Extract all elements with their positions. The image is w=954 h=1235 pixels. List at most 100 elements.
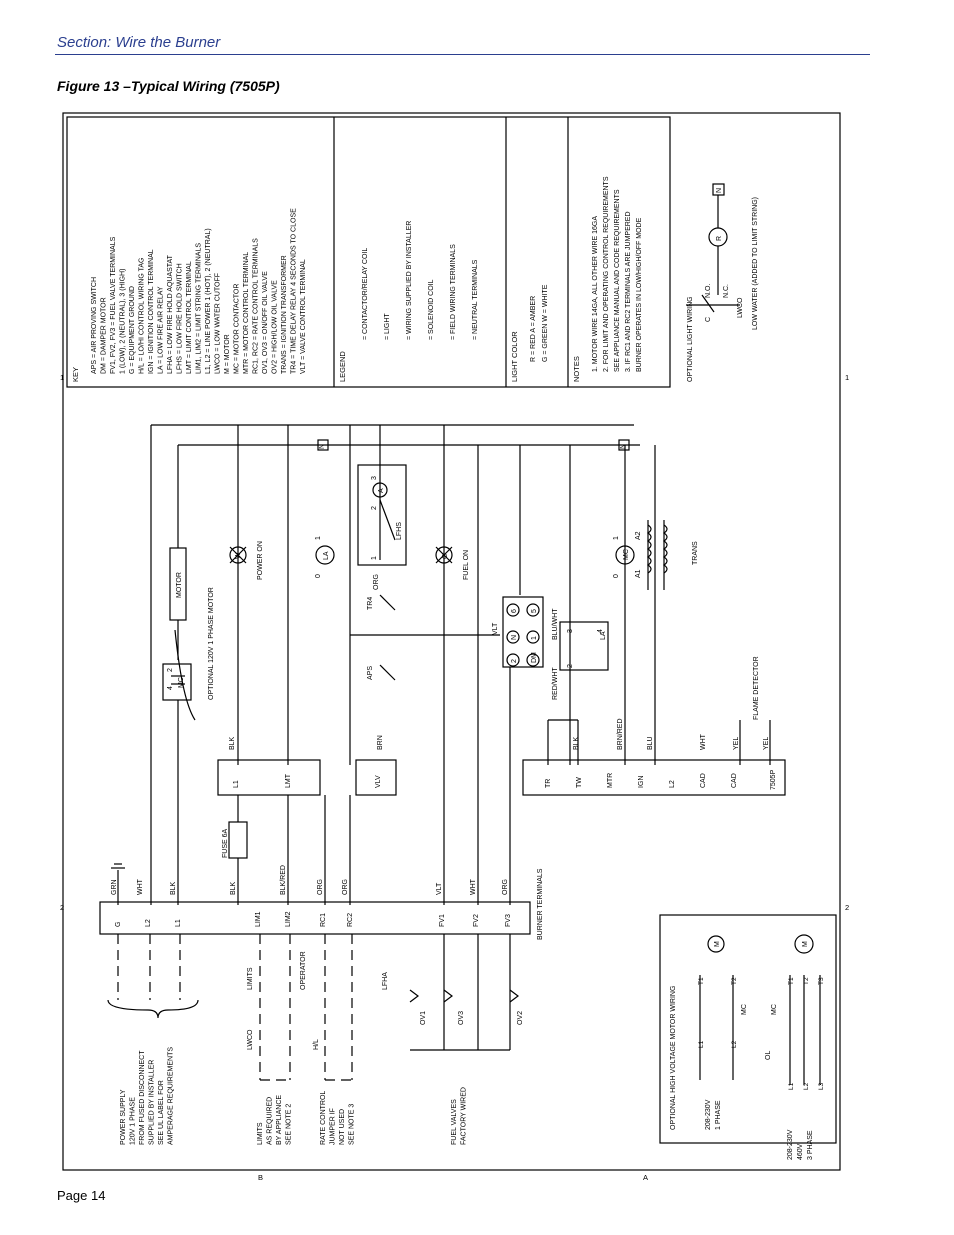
margin-mark: 1 bbox=[60, 373, 64, 382]
limit-block bbox=[217, 759, 321, 796]
hv-m-label: M bbox=[802, 941, 809, 947]
oil-valve-coils bbox=[409, 989, 519, 1003]
legend-item: = SOLENOID COIL bbox=[428, 279, 435, 340]
burner-term: RC2 bbox=[347, 913, 354, 927]
note-line: SEE APPLIANCE MANUAL AND CODE REQUIREMEN… bbox=[614, 189, 621, 372]
key-line: OV2 = HIGH/LOW OIL VALVE bbox=[272, 280, 279, 374]
opt-light-caption: LOW WATER (ADDED TO LIMIT STRING) bbox=[752, 197, 759, 330]
trans-winding bbox=[646, 524, 652, 574]
opt-light-switch bbox=[701, 294, 715, 313]
mc-coil-pin: 0 bbox=[613, 574, 620, 578]
notes-title: NOTES bbox=[572, 356, 581, 382]
vlt-pin bbox=[526, 603, 540, 617]
burner-terminal-strip bbox=[99, 901, 531, 935]
note-line: 2. FOR LIMIT AND OPERATING CONTROL REQUI… bbox=[603, 176, 610, 372]
lfhs-pin: 1 bbox=[371, 556, 378, 560]
key-line: MTR = MOTOR CONTROL TERMINAL bbox=[243, 252, 250, 374]
burner-term: FV3 bbox=[505, 914, 512, 927]
la-coil-label: LA bbox=[323, 551, 330, 560]
key-line: MC = MOTOR CONTACTOR bbox=[234, 284, 241, 374]
key-title: KEY bbox=[71, 367, 80, 382]
note-line: BURNER OPERATES IN LOW/HIGH/OFF MODE bbox=[636, 217, 643, 372]
power-supply-caption: SEE UL LABEL FOR bbox=[158, 1080, 165, 1145]
hv-l-term: L1 bbox=[788, 1082, 795, 1090]
vlv-block bbox=[355, 759, 397, 796]
burner-term: FV2 bbox=[473, 914, 480, 927]
neutral-terminal bbox=[618, 439, 630, 451]
wire-label: ORG bbox=[502, 879, 509, 895]
hv-1ph-caption: 1 PHASE bbox=[715, 1100, 722, 1130]
lfhs-pin: 2 bbox=[371, 506, 378, 510]
key-line: LMT = LIMIT CONTROL TERMINAL bbox=[186, 261, 193, 374]
power-supply-caption: POWER SUPPLY bbox=[120, 1089, 127, 1145]
wire-label: BLK bbox=[230, 881, 237, 895]
diagram-frame bbox=[62, 112, 841, 1171]
lwco-label: LWCO bbox=[247, 1029, 254, 1050]
wire-label: YEL bbox=[763, 737, 770, 750]
wire-label: BLK bbox=[170, 881, 177, 895]
control-block bbox=[522, 759, 786, 796]
key-line: OV1, OV3 = ON/OFF OIL VALVE bbox=[262, 271, 269, 374]
mc-coil-pin: 1 bbox=[613, 536, 620, 540]
page-number: Page 14 bbox=[57, 1188, 106, 1203]
vlt-pin bbox=[526, 630, 540, 644]
burner-term: L2 bbox=[145, 919, 152, 927]
light-rays bbox=[435, 546, 453, 564]
key-line: L1, L2 = LINE POWER 1 (HOT), 2 (NEUTRAL) bbox=[205, 228, 212, 374]
burner-term: G bbox=[115, 922, 122, 927]
ov-label: OV2 bbox=[517, 1011, 524, 1025]
trans-winding bbox=[662, 524, 668, 574]
la-relay-pin: 3 bbox=[567, 629, 574, 633]
light-color-title: LIGHT COLOR bbox=[510, 331, 519, 382]
control-term: TR bbox=[545, 779, 552, 788]
la-relay-box bbox=[559, 621, 609, 671]
legend-item: = FIELD WIRING TERMINALS bbox=[450, 244, 457, 340]
key-line: RC1, RC2 = RATE CONTROL TERMINALS bbox=[253, 238, 260, 374]
limits-caption: LIMITS bbox=[257, 1122, 264, 1145]
motor-label: MOTOR bbox=[176, 572, 183, 598]
wire-label: BRN/RED bbox=[617, 718, 624, 750]
rate-caption: RATE CONTROL bbox=[320, 1091, 327, 1145]
hv-ol-label: OL bbox=[765, 1051, 772, 1060]
vlt-block bbox=[502, 596, 544, 668]
fuel-caption: FUEL VALVES bbox=[451, 1099, 458, 1145]
control-term: L2 bbox=[669, 780, 676, 788]
opt-light-r-label: R bbox=[716, 236, 723, 241]
wire-label: BLK/RED bbox=[280, 865, 287, 895]
key-panel-frame bbox=[66, 116, 671, 388]
limit-term: L1 bbox=[233, 780, 240, 788]
power-on-label: POWER ON bbox=[257, 541, 264, 580]
power-light-letter: W bbox=[235, 552, 242, 559]
flame-detector-label: FLAME DETECTOR bbox=[753, 656, 760, 720]
la-pin: 1 bbox=[315, 536, 322, 540]
burner-term: LIM1 bbox=[255, 911, 262, 927]
hv-t-term: T2 bbox=[731, 977, 738, 985]
fuel-light-letter: G bbox=[442, 554, 449, 559]
key-line: DM = DAMPER MOTOR bbox=[101, 297, 108, 374]
margin-mark: A bbox=[643, 1173, 648, 1182]
key-line: M = MOTOR bbox=[224, 334, 231, 374]
vlt-pin-label: 6 bbox=[511, 609, 518, 613]
burner-terminals-caption: BURNER TERMINALS bbox=[537, 868, 544, 940]
vlt-pin-label: DM bbox=[531, 652, 538, 663]
ov-label: OV1 bbox=[420, 1011, 427, 1025]
wire-label: BLK bbox=[573, 736, 580, 750]
limits-caption: SEE NOTE 2 bbox=[286, 1104, 293, 1145]
hv-3ph-caption: 3 PHASE bbox=[807, 1130, 814, 1160]
key-line: G = EQUIPMENT GROUND bbox=[129, 286, 136, 374]
rate-caption: SEE NOTE 3 bbox=[349, 1104, 356, 1145]
hv-mc-label: MC bbox=[771, 1004, 778, 1015]
opt-light-c: C bbox=[705, 317, 712, 322]
limits-caption: BY APPLIANCE bbox=[276, 1095, 283, 1145]
lfhs-switch bbox=[379, 499, 396, 541]
key-line: LFHA = LOW FIRE HOLD AQUASTAT bbox=[167, 254, 174, 374]
key-line: APS = AIR PROVING SWITCH bbox=[91, 277, 98, 374]
amber-light bbox=[372, 482, 388, 498]
hv-l-term: L2 bbox=[731, 1040, 738, 1048]
figure-title: Figure 13 –Typical Wiring (7505P) bbox=[57, 78, 280, 94]
wire-label: WHT bbox=[137, 878, 144, 895]
power-brace bbox=[107, 999, 199, 1019]
